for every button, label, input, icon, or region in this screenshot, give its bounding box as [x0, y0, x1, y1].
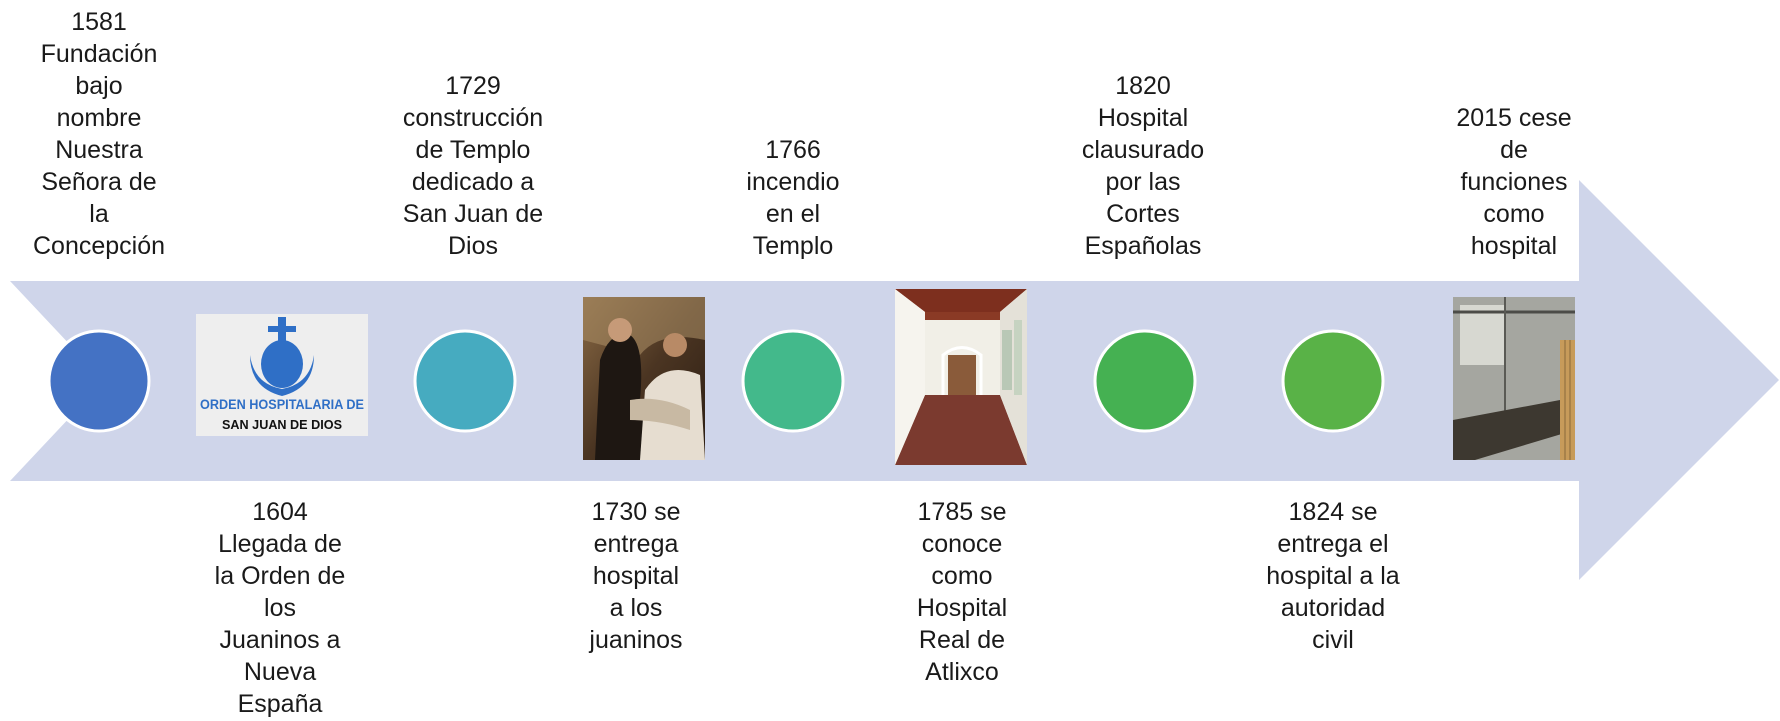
timeline-node-1581 [47, 329, 151, 433]
event-label-1824: 1824 se entrega el hospital a la autorid… [1266, 498, 1400, 654]
photo-hospital-interior [1453, 297, 1575, 460]
order-logo: ORDEN HOSPITALARIA DE SAN JUAN DE DIOS [196, 314, 368, 436]
event-label-1729: 1729 construcción de Templo dedicado a S… [402, 72, 544, 260]
event-label-2015: 2015 cese de funciones como hospital [1456, 104, 1572, 260]
timeline-arrow [10, 180, 1779, 580]
event-label-1581: 1581 Fundación bajo nombre Nuestra Señor… [32, 8, 166, 260]
timeline-node-1824 [1281, 329, 1385, 433]
event-label-1820: 1820 Hospital clausurado por las Cortes … [1081, 72, 1205, 260]
logo-text-line1: ORDEN HOSPITALARIA DE [200, 397, 364, 412]
pomegranate-cross-icon [250, 317, 314, 396]
timeline-node-1820 [1093, 329, 1197, 433]
logo-text-line2: SAN JUAN DE DIOS [222, 418, 342, 432]
timeline-node-1766 [741, 329, 845, 433]
event-label-1785: 1785 se conoce como Hospital Real de Atl… [916, 498, 1008, 686]
painting-san-juan-de-dios [583, 297, 705, 460]
event-label-1766: 1766 incendio en el Templo [746, 136, 840, 260]
event-label-1604: 1604 Llegada de la Orden de los Juaninos… [214, 498, 346, 718]
timeline-node-1729 [413, 329, 517, 433]
photo-hospital-corridor [895, 289, 1027, 465]
event-label-1730: 1730 se entrega hospital a los juaninos [589, 498, 683, 654]
